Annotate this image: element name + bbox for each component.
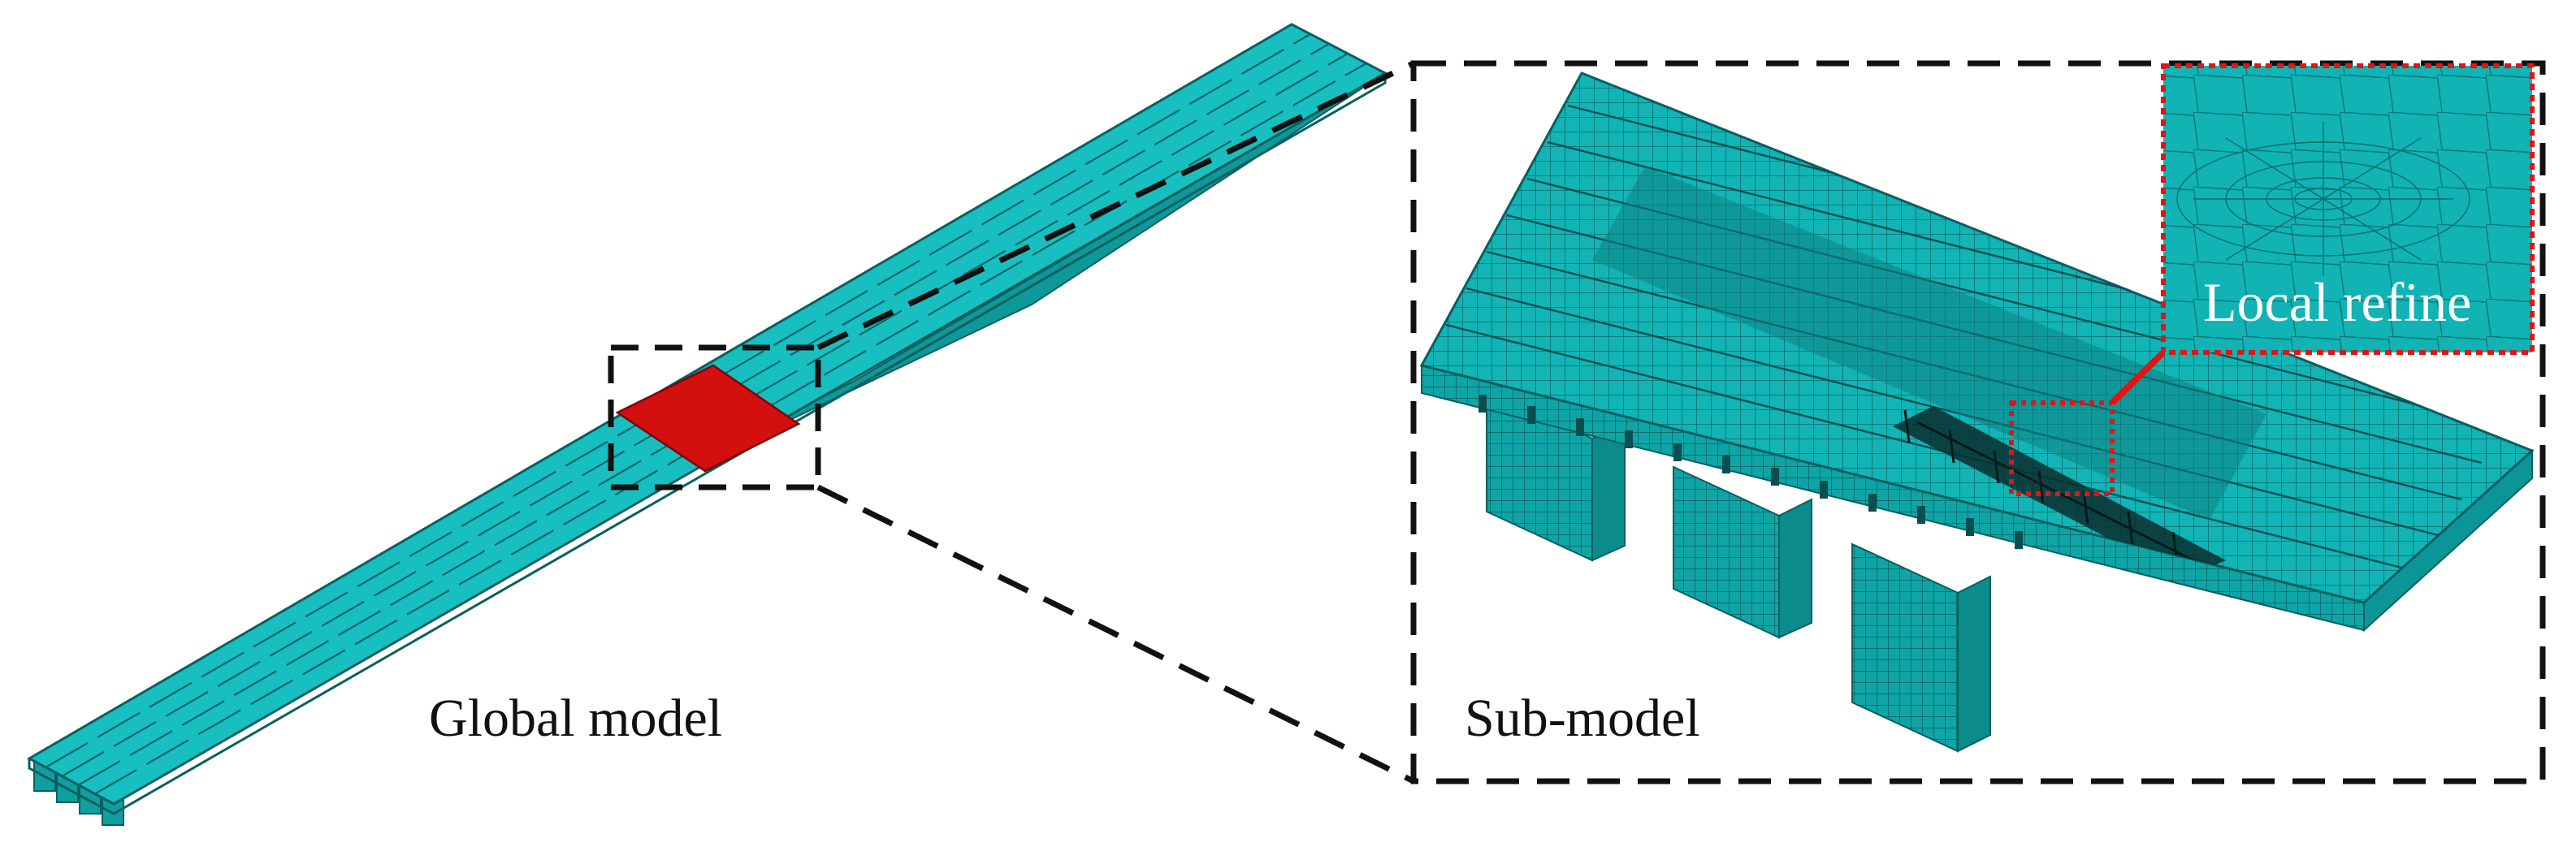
global-submodel-region xyxy=(615,364,801,473)
global-selection-box xyxy=(608,344,821,490)
local-refine-panel xyxy=(2161,63,2535,355)
sub-model-ribs xyxy=(1478,395,2023,549)
sub-model-refine-box xyxy=(2009,400,2115,496)
refine-callout-leader xyxy=(2110,350,2166,405)
sub-model-frame xyxy=(1410,60,2546,784)
sub-model xyxy=(1419,71,2535,753)
global-model-label: Global model xyxy=(429,689,723,748)
sub-model-girders xyxy=(1486,388,1991,753)
sub-model-label: Sub-model xyxy=(1465,689,1700,748)
zoom-connectors xyxy=(816,60,1415,784)
local-refine-border xyxy=(2161,63,2535,355)
local-refine-label: Local refine xyxy=(2203,271,2472,333)
